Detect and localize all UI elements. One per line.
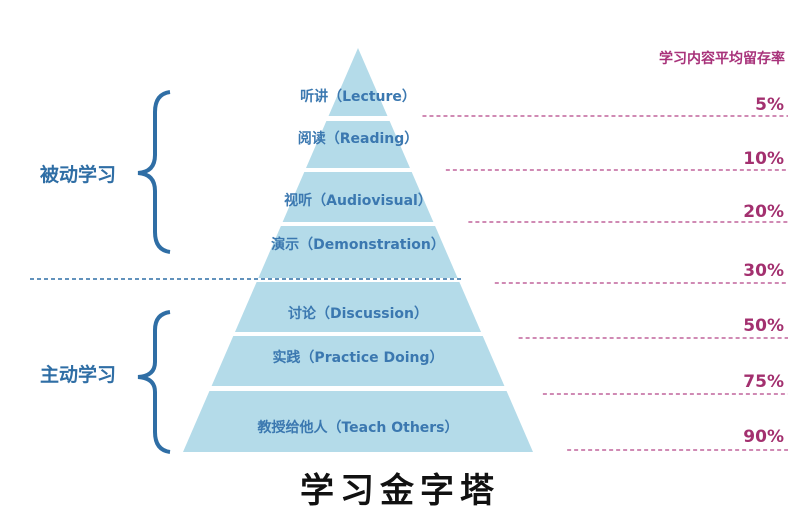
retention-value: 50%: [743, 316, 784, 336]
tier-label: 阅读（Reading）: [298, 130, 419, 147]
diagram-title: 学习金字塔: [300, 471, 500, 511]
pyramid-tier: [306, 121, 410, 168]
retention-value: 90%: [743, 427, 784, 447]
pyramid-tier: [211, 336, 505, 386]
passive-learning-label: 被动学习: [40, 163, 116, 186]
retention-value: 5%: [755, 95, 784, 115]
retention-value: 30%: [743, 261, 784, 281]
tier-label: 实践（Practice Doing）: [272, 349, 443, 366]
tier-label: 听讲（Lecture）: [300, 88, 416, 105]
tier-label: 视听（Audiovisual）: [284, 192, 432, 209]
pyramid-tier: [234, 282, 482, 332]
retention-value: 75%: [743, 372, 784, 392]
tier-label: 讨论（Discussion）: [288, 305, 428, 322]
pyramid-tier: [183, 391, 533, 452]
pyramid-tier: [328, 48, 388, 116]
pyramid-tier: [258, 226, 458, 278]
active-brace-icon: [137, 310, 171, 454]
active-learning-label: 主动学习: [40, 363, 116, 386]
passive-brace-icon: [137, 90, 171, 254]
retention-value: 20%: [743, 202, 784, 222]
retention-title: 学习内容平均留存率: [659, 50, 785, 67]
retention-value: 10%: [743, 149, 784, 169]
tier-label: 演示（Demonstration）: [271, 236, 445, 253]
tier-label: 教授给他人（Teach Others）: [257, 419, 458, 436]
pyramid-tier: [282, 172, 434, 222]
